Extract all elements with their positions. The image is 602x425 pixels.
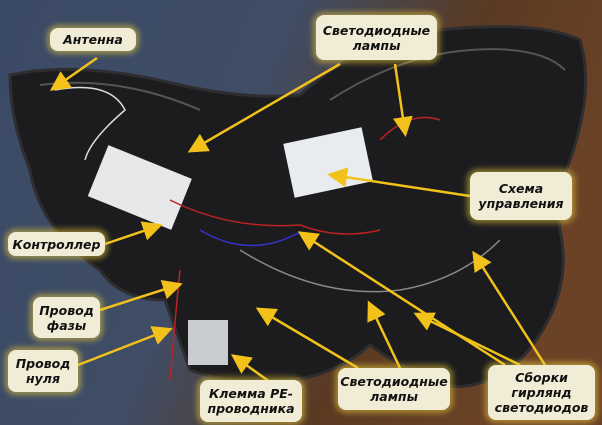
label-control-circuit: Схема управления	[470, 172, 572, 220]
control-circuit-arrow	[327, 167, 471, 198]
label-pe-terminal: Клемма PE-проводника	[200, 380, 302, 422]
antenna-arrow	[49, 56, 98, 91]
neutral-wire-arrow	[77, 326, 173, 367]
label-led-lamps-bottom: Светодиодные лампы	[338, 368, 450, 410]
arrows	[49, 56, 547, 384]
control-circuit-box	[283, 127, 373, 198]
led-lamps-top-arrow-1	[187, 62, 341, 153]
phase-wire-arrow	[99, 280, 183, 312]
label-controller: Контроллер	[8, 232, 105, 256]
garland-arrow-1	[297, 231, 506, 367]
controller-arrow	[104, 221, 163, 246]
pe-terminal-arrow	[230, 354, 271, 384]
label-neutral-wire: Провод нуля	[8, 350, 78, 392]
controller-box	[87, 145, 192, 230]
led-lamps-top-arrow-2	[392, 63, 413, 137]
label-antenna: Антенна	[50, 28, 136, 51]
pe-terminal-block	[188, 320, 228, 365]
label-led-lamps-top: Светодиодные лампы	[316, 15, 437, 60]
garland-arrow-3	[472, 250, 547, 366]
label-led-garland-assemblies: Сборки гирлянд светодиодов	[488, 365, 595, 420]
butterfly-lamp-panel	[8, 25, 588, 389]
led-lamps-bottom-arrow-1	[255, 307, 359, 370]
label-phase-wire: Провод фазы	[33, 297, 100, 338]
led-lamps-bottom-arrow-2	[367, 300, 402, 369]
garland-arrow-2	[413, 312, 521, 367]
